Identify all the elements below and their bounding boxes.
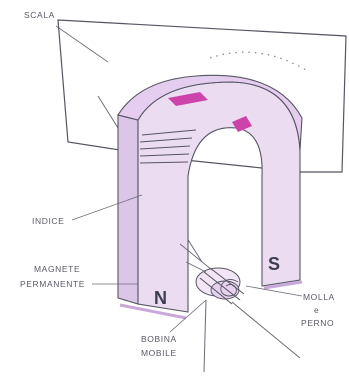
coil-label-line2: MOBILE: [141, 348, 177, 358]
magnet-label-line2: PERMANENTE: [20, 279, 85, 289]
coil-label-line1: BOBINA: [141, 334, 177, 344]
pole-south-letter: S: [268, 254, 280, 274]
spring-label-line1: MOLLA: [303, 292, 335, 302]
magnet-label-line1: MAGNETE: [34, 264, 80, 274]
spring-label-line3: PERNO: [301, 318, 334, 328]
scale-label: SCALA: [24, 10, 55, 20]
spring-label-line2: e: [314, 305, 319, 315]
pole-north-letter: N: [154, 288, 167, 308]
pointer-label: INDICE: [32, 216, 64, 226]
